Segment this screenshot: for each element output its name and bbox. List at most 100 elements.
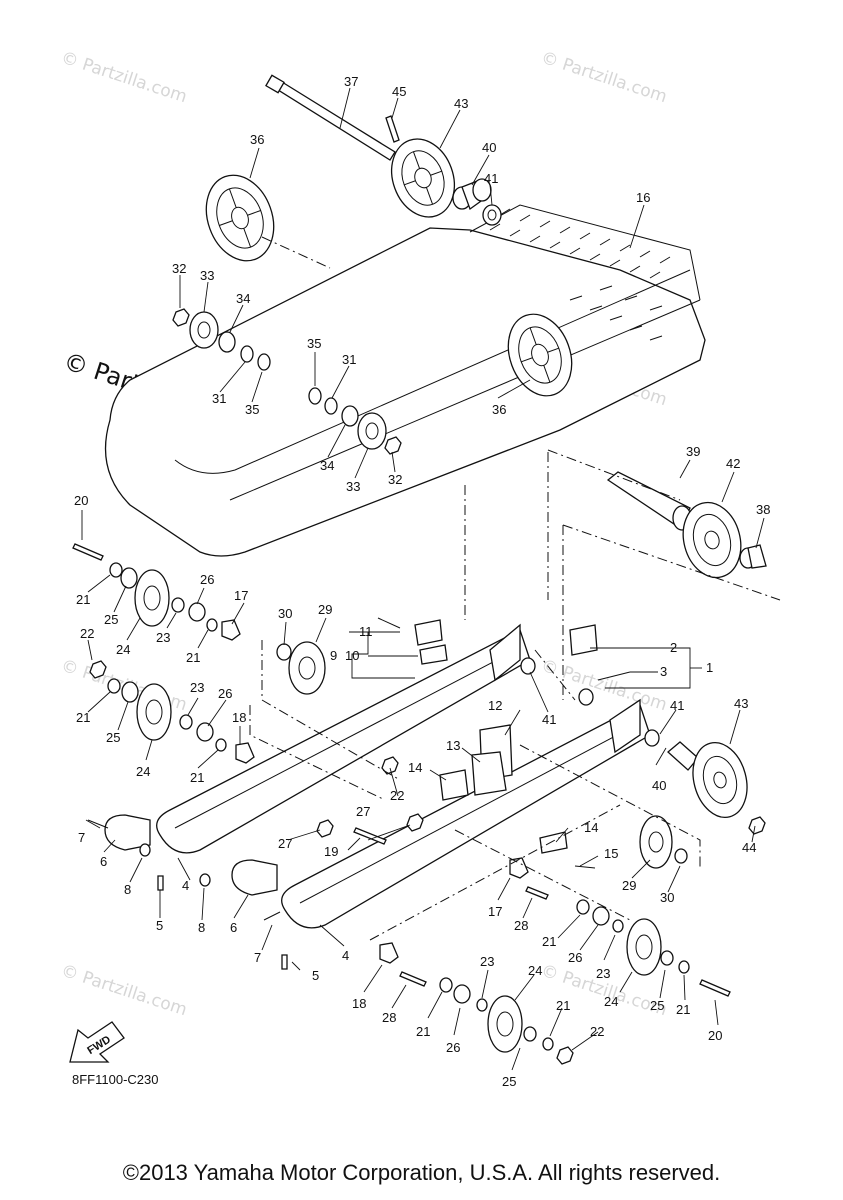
part-label: 32 [172, 261, 186, 276]
part-label: 29 [622, 878, 636, 893]
part-label: 1 [706, 660, 713, 675]
part-label: 2 [670, 640, 677, 655]
watermark: © Partzilla.com [538, 48, 669, 108]
part-label: 41 [484, 171, 498, 186]
part-label: 14 [584, 820, 598, 835]
part-label: 36 [250, 132, 264, 147]
part-label: 28 [382, 1010, 396, 1025]
part-label: 8 [124, 882, 131, 897]
part-label: 16 [636, 190, 650, 205]
part-label: 22 [590, 1024, 604, 1039]
part-label: 35 [245, 402, 259, 417]
part-label: 38 [756, 502, 770, 517]
part-label: 9 [330, 648, 337, 663]
part-label: 21 [556, 998, 570, 1013]
part-label: 14 [408, 760, 422, 775]
drawing-code: 8FF1100-C230 [72, 1072, 159, 1087]
part-label: 24 [116, 642, 130, 657]
part-label: 7 [254, 950, 261, 965]
right-upper-parts [464, 449, 781, 700]
wheel-36-right [507, 313, 573, 397]
part-label: 27 [278, 836, 292, 851]
part-label: 24 [136, 764, 150, 779]
collar-38 [739, 544, 767, 569]
alignment-lines [249, 236, 701, 941]
part-label: 28 [514, 918, 528, 933]
wheel-43-upper [391, 138, 455, 218]
part-label: 19 [324, 844, 338, 859]
track-lugs [489, 208, 671, 341]
part-label: 27 [356, 804, 370, 819]
part-label: 11 [359, 624, 373, 639]
part-label: 12 [488, 698, 502, 713]
part-label: 23 [596, 966, 610, 981]
part-label: 23 [156, 630, 170, 645]
part-label: 26 [200, 572, 214, 587]
part-label: 24 [604, 994, 618, 1009]
part-label: 6 [100, 854, 107, 869]
part-label: 40 [482, 140, 496, 155]
part-label: 21 [76, 710, 90, 725]
collar-39 [606, 471, 692, 531]
part-label: 5 [156, 918, 163, 933]
part-label: 30 [278, 606, 292, 621]
part-label: 25 [502, 1074, 516, 1089]
watermark: © Partzilla.com [58, 48, 189, 108]
part-label: 10 [345, 648, 359, 663]
wheel-42 [682, 501, 742, 579]
part-label: 32 [388, 472, 402, 487]
brackets [87, 617, 631, 987]
track-belt [104, 204, 706, 557]
part-label: 26 [446, 1040, 460, 1055]
part-label: 22 [390, 788, 404, 803]
part-label: 26 [218, 686, 232, 701]
part-label: 3 [660, 664, 667, 679]
part-label: 4 [182, 878, 189, 893]
idler-wheels-left [72, 543, 326, 764]
part-label: 35 [307, 336, 321, 351]
part-label: 21 [76, 592, 90, 607]
part-label: 20 [74, 493, 88, 508]
upper-hardware [172, 308, 402, 455]
part-label: 18 [232, 710, 246, 725]
part-label: 18 [352, 996, 366, 1011]
part-label: 25 [104, 612, 118, 627]
part-label: 39 [686, 444, 700, 459]
part-label: 21 [542, 934, 556, 949]
part-label: 33 [346, 479, 360, 494]
part-label: 17 [488, 904, 502, 919]
washer-41-upper [482, 204, 502, 226]
wheel-36-left [205, 174, 275, 262]
part-label: 26 [568, 950, 582, 965]
part-label: 29 [318, 602, 332, 617]
part-label: 22 [80, 626, 94, 641]
part-label: 34 [320, 458, 334, 473]
part-label: 17 [234, 588, 248, 603]
part-label: 4 [342, 948, 349, 963]
part-label: 43 [734, 696, 748, 711]
part-label: 15 [604, 846, 618, 861]
part-label: 36 [492, 402, 506, 417]
part-label: 21 [416, 1024, 430, 1039]
part-label: 23 [190, 680, 204, 695]
part-label: 25 [106, 730, 120, 745]
part-label: 40 [652, 778, 666, 793]
fwd-arrow-icon: FWD [69, 1021, 125, 1063]
shaft-37 [265, 74, 396, 161]
part-label: 13 [446, 738, 460, 753]
upper-wheels [205, 74, 573, 397]
collar-40 [452, 178, 492, 211]
part-label: 44 [742, 840, 756, 855]
part-label: 33 [200, 268, 214, 283]
part-label: 5 [312, 968, 319, 983]
part-label: 37 [344, 74, 358, 89]
part-label: 20 [708, 1028, 722, 1043]
lower-right-wheels [439, 657, 766, 1065]
copyright-footer: ©2013 Yamaha Motor Corporation, U.S.A. A… [122, 1160, 721, 1185]
part-label: 21 [190, 770, 204, 785]
watermark: © Partzilla.com [58, 961, 189, 1021]
part-label: 24 [528, 963, 542, 978]
part-label: 42 [726, 456, 740, 471]
part-label: 21 [186, 650, 200, 665]
